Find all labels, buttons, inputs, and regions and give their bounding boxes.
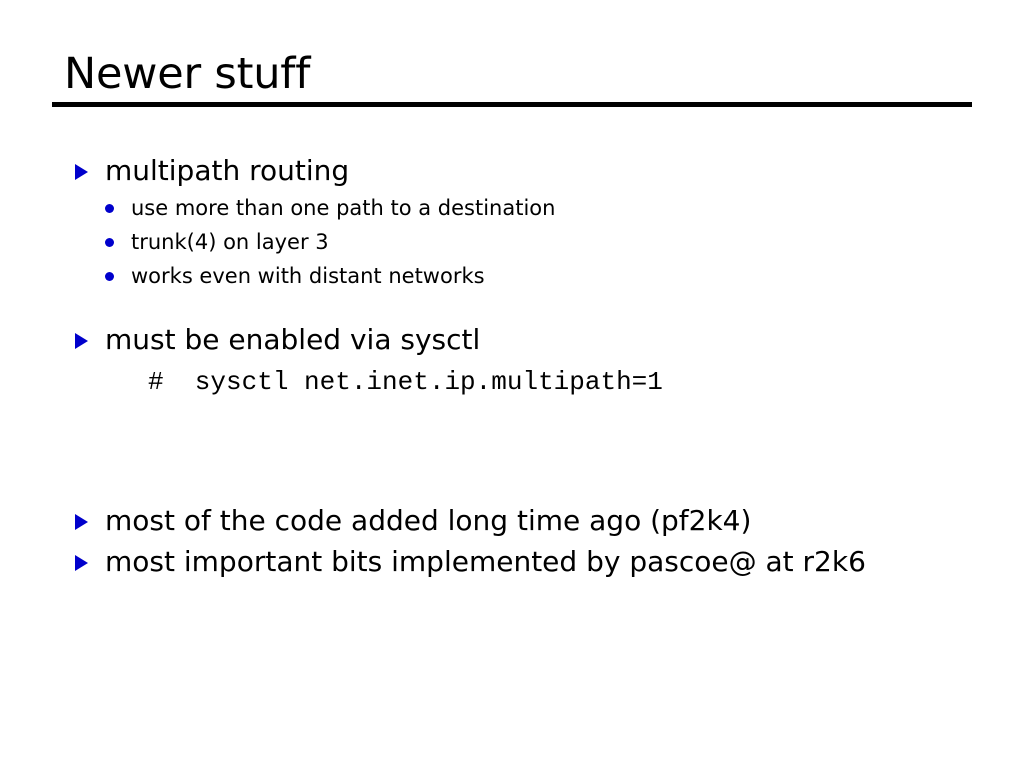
- triangle-bullet-icon: [75, 333, 88, 349]
- bullet-item-pascoe-credit: most important bits implemented by pasco…: [74, 541, 974, 582]
- sub-bullet-item: works even with distant networks: [74, 259, 974, 293]
- triangle-bullet-icon: [75, 164, 88, 180]
- round-bullet-icon: [105, 238, 114, 247]
- sub-bullet-text: use more than one path to a destination: [131, 196, 556, 220]
- sub-bullet-item: use more than one path to a destination: [74, 191, 974, 225]
- triangle-bullet-icon: [75, 555, 88, 571]
- bullet-item-enable-sysctl: must be enabled via sysctl: [74, 319, 974, 360]
- slide-body: multipath routing use more than one path…: [74, 150, 974, 582]
- bullet-text: multipath routing: [105, 154, 350, 187]
- page-title: Newer stuff: [64, 49, 311, 99]
- round-bullet-icon: [105, 272, 114, 281]
- bullet-item-multipath-routing: multipath routing: [74, 150, 974, 191]
- section-spacer: [74, 404, 974, 500]
- bullet-item-code-added: most of the code added long time ago (pf…: [74, 500, 974, 541]
- title-divider: [52, 102, 972, 107]
- sub-bullet-text: trunk(4) on layer 3: [131, 230, 329, 254]
- bullet-text: most of the code added long time ago (pf…: [105, 504, 752, 537]
- round-bullet-icon: [105, 204, 114, 213]
- sub-bullet-text: works even with distant networks: [131, 264, 485, 288]
- sysctl-command-line: # sysctl net.inet.ip.multipath=1: [148, 367, 663, 397]
- sub-bullet-item: trunk(4) on layer 3: [74, 225, 974, 259]
- title-block: Newer stuff: [52, 48, 972, 107]
- bullet-text: most important bits implemented by pasco…: [105, 545, 866, 578]
- triangle-bullet-icon: [75, 514, 88, 530]
- section-spacer: [74, 293, 974, 319]
- sub-bullet-list: use more than one path to a destination …: [74, 191, 974, 293]
- bullet-text: must be enabled via sysctl: [105, 323, 481, 356]
